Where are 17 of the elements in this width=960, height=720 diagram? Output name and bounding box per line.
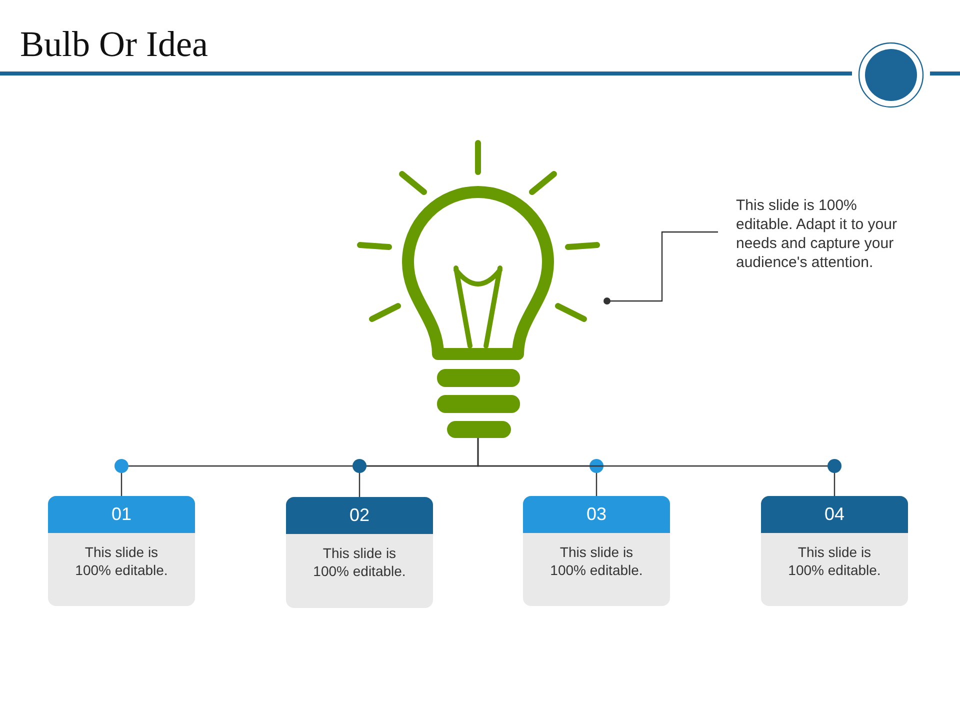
card-text: This slide is 100% editable. xyxy=(74,543,169,579)
slide-title: Bulb Or Idea xyxy=(20,23,208,66)
card-header: 01 xyxy=(48,496,195,533)
card-header: 02 xyxy=(286,497,433,534)
info-card xyxy=(286,497,433,608)
card-header: 03 xyxy=(523,496,670,533)
lightbulb-icon xyxy=(355,140,600,440)
card-text: This slide is 100% editable. xyxy=(549,543,644,579)
callout-text: This slide is 100% editable. Adapt it to your needs and capture your audience's attention. xyxy=(736,196,898,272)
connector-line xyxy=(604,231,718,304)
info-card xyxy=(761,496,908,606)
card-text: This slide is 100% editable. xyxy=(787,543,882,579)
card-text: This slide is 100% editable. xyxy=(312,544,407,580)
connector-line xyxy=(477,438,836,496)
info-card xyxy=(523,496,670,606)
card-header: 04 xyxy=(761,496,908,533)
info-card xyxy=(48,496,195,606)
